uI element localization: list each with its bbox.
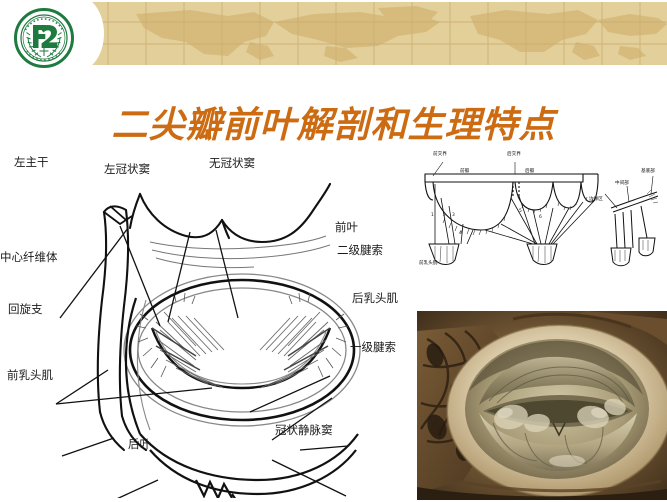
label-non-coronary-sinus: 无冠状窦 [209, 156, 255, 170]
slide-title-text: 二尖瓣前叶解剖和生理特点 [111, 104, 556, 146]
label-anterior-papillary-small: 前乳头肌 [419, 261, 438, 266]
leaflet-scallop-line-art [424, 161, 659, 267]
label-anterior-papillary: 前乳头肌 [7, 368, 53, 382]
label-primary-chordae: 一级腱索 [350, 340, 396, 354]
label-anterior-commissure: 前交界 [433, 152, 447, 157]
label-central-fibrous-body: 中心纤维体 [0, 250, 58, 264]
leaflet-scallop-figure: 前交界 后交界 前瓣 后瓣 前乳头肌 边缘区 中间部 基底部 1 2 3 4 5… [415, 152, 667, 272]
label-anterior-leaflet: 前叶 [335, 220, 358, 234]
label-posterior-commissure: 后交界 [507, 152, 521, 157]
label-posterior-leaflet-small: 后瓣 [525, 169, 535, 174]
label-coronary-venous-sinus: 冠状静脉窦 [275, 423, 333, 437]
chordae-number-2: 2 [443, 213, 446, 218]
chordae-number-4: 4 [459, 231, 462, 236]
chordae-number-6: 6 [539, 215, 542, 220]
label-left-main-trunk: 左主干 [14, 155, 49, 169]
chordae-number-3: 3 [452, 213, 455, 218]
label-middle-zone: 中间部 [615, 181, 629, 186]
mitral-valve-line-art [55, 182, 361, 502]
mitral-valve-anatomy-figure: 左主干 左冠状窦 无冠状窦 前叶 二级腱索 中心纤维体 后乳头肌 回旋支 一级腱… [0, 150, 420, 502]
label-anterior-leaflet-small: 前瓣 [460, 169, 470, 174]
institution-logo [14, 8, 74, 68]
chordae-number-5: 5 [519, 209, 522, 214]
label-marginal-zone: 边缘区 [589, 197, 603, 202]
label-left-coronary-sinus: 左冠状窦 [104, 162, 150, 176]
label-posterior-leaflet: 后叶 [128, 437, 151, 451]
mitral-valve-specimen-photo [417, 311, 667, 500]
header-banner [78, 2, 667, 65]
slide-title: 二尖瓣前叶解剖和生理特点 [0, 96, 667, 148]
label-circumflex-branch: 回旋支 [8, 302, 43, 316]
chordae-number-1: 1 [431, 213, 434, 218]
banner-world-map [78, 2, 667, 65]
label-posterior-papillary: 后乳头肌 [352, 291, 398, 305]
label-secondary-chordae: 二级腱索 [337, 243, 383, 257]
label-basal-zone: 基底部 [641, 169, 655, 174]
